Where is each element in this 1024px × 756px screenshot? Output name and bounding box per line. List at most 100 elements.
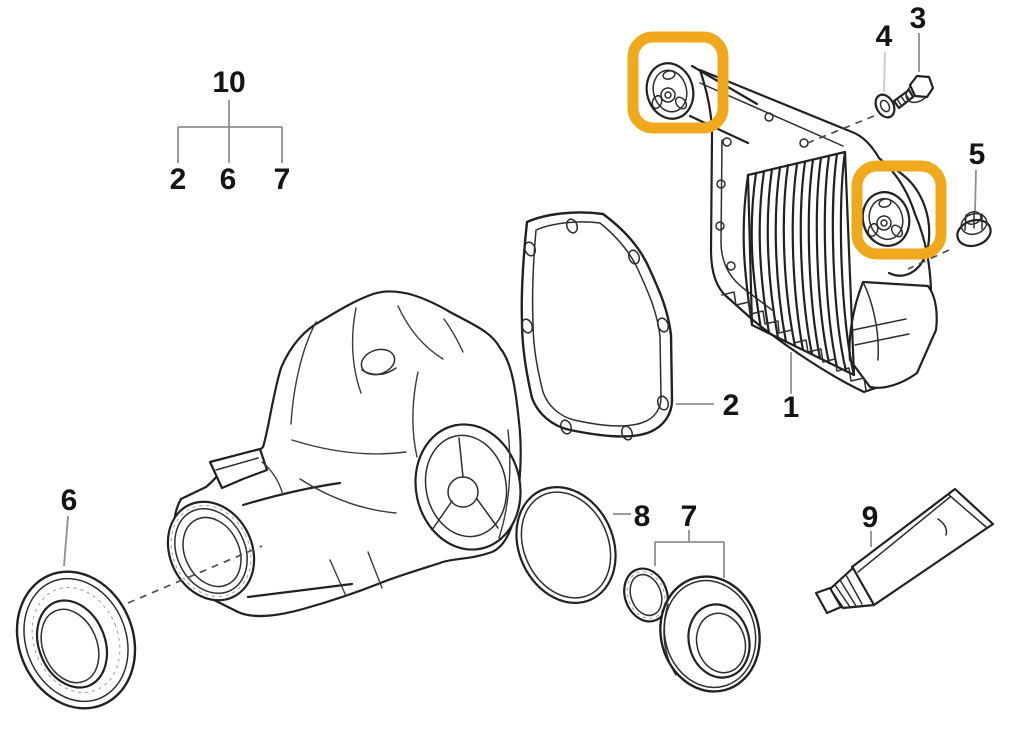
leader-line-5	[974, 169, 977, 213]
cover-fin	[758, 169, 771, 335]
seal-alignment-dashes	[127, 545, 263, 604]
gasket-outer	[520, 211, 674, 438]
cover-bolt-hole	[726, 261, 736, 271]
cooling-fins	[742, 150, 856, 377]
cover-fin	[815, 156, 831, 365]
breather-oval	[360, 348, 396, 376]
casting-rib	[397, 305, 444, 360]
highlight-box-rear-bushing	[851, 160, 947, 260]
cover-bolt-hole	[716, 179, 726, 189]
callout-6[interactable]: 6	[61, 484, 78, 517]
cover-bolt-hole	[764, 112, 774, 122]
nut-body	[960, 212, 988, 236]
o-ring-part-8	[515, 486, 631, 604]
tube-crimp-line	[948, 494, 987, 528]
casting-rib	[351, 307, 362, 394]
cover-flange-inner-edge	[720, 139, 773, 311]
cover-fin	[774, 165, 788, 344]
cover-fin	[782, 163, 797, 348]
highlight-box-front-bushing	[627, 31, 729, 134]
callout-2[interactable]: 2	[723, 389, 740, 422]
callout-3[interactable]: 3	[910, 2, 927, 35]
gasket-part-2	[520, 211, 714, 441]
side-seal	[659, 575, 761, 693]
foot-outline	[848, 280, 938, 389]
housing-silhouette	[172, 290, 522, 618]
callout-9[interactable]: 9	[862, 501, 879, 534]
callout-10[interactable]: 10	[212, 66, 245, 99]
bushing-hub	[660, 87, 676, 103]
side-seal-outer	[659, 575, 761, 693]
opening-inner	[424, 434, 508, 538]
bushing-stud	[880, 219, 888, 227]
casting-rib	[498, 429, 511, 539]
side-seal-lip	[695, 612, 747, 674]
callout-10-child-7[interactable]: 7	[274, 163, 291, 196]
washer-hole	[879, 99, 891, 113]
ear-line	[215, 457, 259, 471]
housing-input-snout	[166, 481, 354, 602]
callout-7[interactable]: 7	[681, 500, 698, 533]
cover-fin	[766, 167, 780, 340]
bracket-lines-10	[177, 100, 283, 163]
cover-bolt-hole	[722, 137, 732, 147]
bushing-slot	[651, 94, 663, 110]
snout-bottom-edge	[246, 582, 354, 599]
snout-outer-ring	[166, 500, 256, 602]
bushing-slot	[878, 198, 892, 208]
snap-ring	[623, 567, 669, 623]
callout-5[interactable]: 5	[969, 138, 986, 171]
bushing-hub	[876, 215, 892, 231]
side-seal-rim-arc	[663, 603, 677, 676]
cover-fin	[807, 158, 822, 360]
snout-texture	[170, 505, 252, 597]
leader-line-4	[883, 51, 886, 93]
snout-top-edge	[241, 481, 342, 507]
seal-set-part-7	[623, 530, 761, 693]
nut-part-5	[907, 169, 992, 270]
gasket-bolt-hole	[620, 425, 634, 441]
callout-4[interactable]: 4	[876, 20, 893, 53]
cover-fin	[791, 162, 805, 352]
seal-bore	[35, 599, 109, 689]
cover-fin	[823, 154, 839, 369]
casting-rib	[412, 371, 419, 458]
seal-mid	[23, 577, 129, 703]
gasket-bolt-hole	[523, 241, 537, 257]
differential-housing	[166, 290, 522, 618]
shaft-seal-part-6	[15, 515, 263, 710]
snout-mid-ring	[174, 507, 248, 595]
casting-rib	[329, 551, 383, 597]
seal-lip	[40, 608, 100, 684]
tube-nozzle	[828, 566, 876, 610]
casting-rib	[261, 461, 284, 496]
opening-outer	[414, 423, 522, 551]
bushing-face	[645, 62, 695, 120]
callout-10-child-6[interactable]: 6	[220, 163, 237, 196]
bushing-inner	[868, 197, 904, 241]
callout-8[interactable]: 8	[634, 500, 651, 533]
side-seal-bore	[687, 603, 751, 679]
bushing-slot	[890, 224, 904, 238]
snap-ring-texture	[626, 571, 666, 619]
bolt-part-3	[892, 33, 935, 110]
o-ring-inner	[520, 491, 612, 599]
casting-rib	[443, 318, 464, 353]
cover-fin	[839, 150, 856, 377]
housing-mount-ear	[208, 447, 269, 490]
washer-alignment-dashes	[799, 115, 875, 147]
gasket-bolt-hole	[559, 419, 573, 435]
housing-breather	[360, 348, 397, 376]
breather-arc	[361, 367, 397, 376]
cover-fin	[799, 160, 814, 356]
seal-outer	[15, 570, 137, 710]
bushing-slot	[662, 70, 676, 80]
callout-1[interactable]: 1	[783, 391, 800, 424]
seal-texture	[31, 587, 121, 693]
callout-10-child-2[interactable]: 2	[170, 163, 187, 196]
cover-fin	[831, 152, 848, 373]
nozzle-ribs	[834, 574, 863, 608]
bushing-slot	[867, 222, 879, 238]
tube-crease	[937, 518, 948, 536]
